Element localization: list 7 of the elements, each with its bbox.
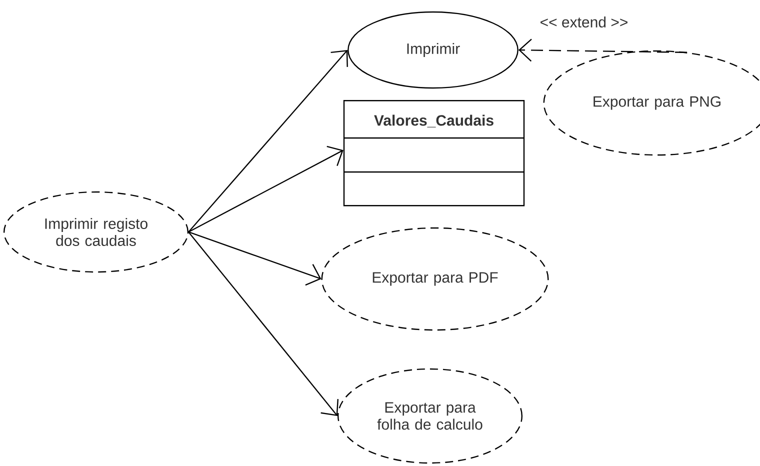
edge-label: << extend >> <box>538 16 630 28</box>
arrow <box>188 232 339 416</box>
arrow <box>188 146 344 233</box>
extend-arrow <box>518 38 687 62</box>
class-box: Valores_Caudais <box>343 100 525 206</box>
arrow <box>188 50 348 232</box>
arrow <box>188 231 322 286</box>
